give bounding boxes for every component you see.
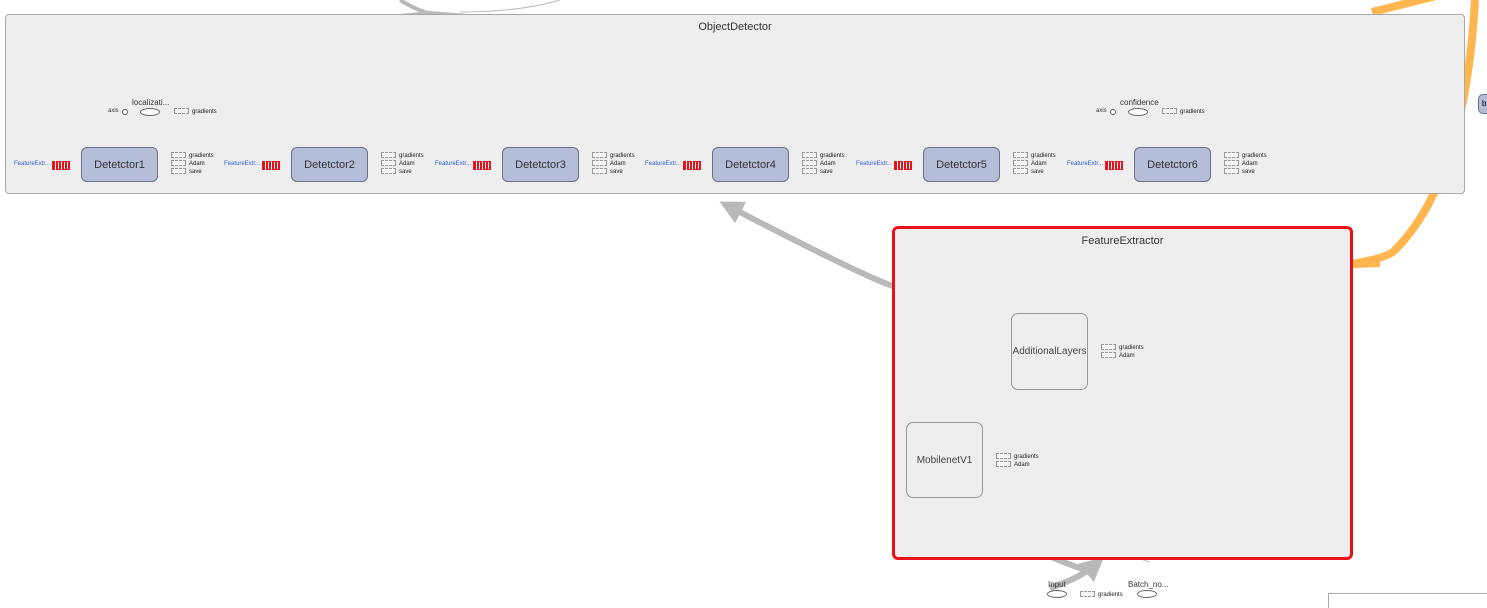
batch-label: Batch_no... xyxy=(1128,580,1169,589)
mobilenet-aux: gradients Adam xyxy=(996,453,1039,469)
feature-extr-node[interactable] xyxy=(894,161,912,170)
aux-adam-label: Adam xyxy=(1242,161,1258,167)
aux-adam-label: Adam xyxy=(189,161,205,167)
feature-extr-node[interactable] xyxy=(262,161,280,170)
detector-aux-3: gradients Adam save xyxy=(592,152,635,176)
input-gradients[interactable]: gradients xyxy=(1080,591,1123,599)
aux-gradients-label: gradients xyxy=(399,153,424,159)
feature-extractor-title: FeatureExtractor xyxy=(1081,235,1164,247)
feature-extr-label: FeatureExtr... xyxy=(435,161,472,167)
detector-aux-6: gradients Adam save xyxy=(1224,152,1267,176)
additional-layers-node[interactable]: AdditionalLayers xyxy=(1011,313,1088,390)
offscreen-node[interactable]: b xyxy=(1478,94,1487,114)
localization-label: localizati... xyxy=(132,98,170,107)
feature-extr-label: FeatureExtr... xyxy=(14,161,51,167)
aux-adam-label: Adam xyxy=(610,161,626,167)
confidence-gradients[interactable]: gradients xyxy=(1162,108,1205,116)
minimap[interactable] xyxy=(1328,593,1487,608)
detector-node-2[interactable]: Detetctor2 xyxy=(291,147,368,182)
aux-gradients-label: gradients xyxy=(610,153,635,159)
detector-node-1[interactable]: Detetctor1 xyxy=(81,147,158,182)
confidence-op[interactable] xyxy=(1128,108,1148,116)
detector-node-3[interactable]: Detetctor3 xyxy=(502,147,579,182)
object-detector-title: ObjectDetector xyxy=(698,21,772,33)
aux-adam-label: Adam xyxy=(1031,161,1047,167)
detector-aux-5: gradients Adam save xyxy=(1013,152,1056,176)
detector-aux-1: gradients Adam save xyxy=(171,152,214,176)
feature-extr-node[interactable] xyxy=(683,161,701,170)
feature-extr-node[interactable] xyxy=(52,161,70,170)
feature-extr-label: FeatureExtr... xyxy=(224,161,261,167)
aux-gradients-label: gradients xyxy=(1014,454,1039,460)
aux-adam-label: Adam xyxy=(1119,353,1135,359)
feature-extr-label: FeatureExtr... xyxy=(856,161,893,167)
aux-adam-label: Adam xyxy=(1014,462,1030,468)
aux-gradients-label: gradients xyxy=(1242,153,1267,159)
batch-op[interactable] xyxy=(1137,590,1157,598)
input-op[interactable] xyxy=(1047,590,1067,598)
localization-gradients-label: gradients xyxy=(192,109,217,115)
aux-gradients-label: gradients xyxy=(820,153,845,159)
confidence-label: confidence xyxy=(1120,98,1159,107)
aux-gradients-label: gradients xyxy=(1119,345,1144,351)
detector-aux-2: gradients Adam save xyxy=(381,152,424,176)
detector-node-4[interactable]: Detetctor4 xyxy=(712,147,789,182)
feature-extr-label: FeatureExtr... xyxy=(645,161,682,167)
input-gradients-label: gradients xyxy=(1098,592,1123,598)
confidence-axis-label: axis xyxy=(1096,108,1107,114)
input-label: Input xyxy=(1048,580,1066,589)
aux-save-label: save xyxy=(1031,169,1044,175)
localization-op[interactable] xyxy=(140,108,160,116)
confidence-gradients-label: gradients xyxy=(1180,109,1205,115)
confidence-axis-op[interactable] xyxy=(1110,109,1116,115)
detector-aux-4: gradients Adam save xyxy=(802,152,845,176)
feature-extr-node[interactable] xyxy=(1105,161,1123,170)
additional-layers-aux: gradients Adam xyxy=(1101,344,1144,360)
detector-node-5[interactable]: Detetctor5 xyxy=(923,147,1000,182)
aux-save-label: save xyxy=(1242,169,1255,175)
aux-save-label: save xyxy=(610,169,623,175)
detector-node-6[interactable]: Detetctor6 xyxy=(1134,147,1211,182)
aux-adam-label: Adam xyxy=(820,161,836,167)
localization-axis-op[interactable] xyxy=(122,109,128,115)
localization-axis-label: axis xyxy=(108,108,119,114)
aux-save-label: save xyxy=(189,169,202,175)
aux-adam-label: Adam xyxy=(399,161,415,167)
mobilenet-node[interactable]: MobilenetV1 xyxy=(906,422,983,498)
localization-gradients[interactable]: gradients xyxy=(174,108,217,116)
aux-save-label: save xyxy=(399,169,412,175)
feature-extr-node[interactable] xyxy=(473,161,491,170)
aux-gradients-label: gradients xyxy=(189,153,214,159)
feature-extractor-group[interactable]: FeatureExtractor xyxy=(892,226,1353,560)
aux-gradients-label: gradients xyxy=(1031,153,1056,159)
feature-extr-label: FeatureExtr... xyxy=(1067,161,1104,167)
aux-save-label: save xyxy=(820,169,833,175)
